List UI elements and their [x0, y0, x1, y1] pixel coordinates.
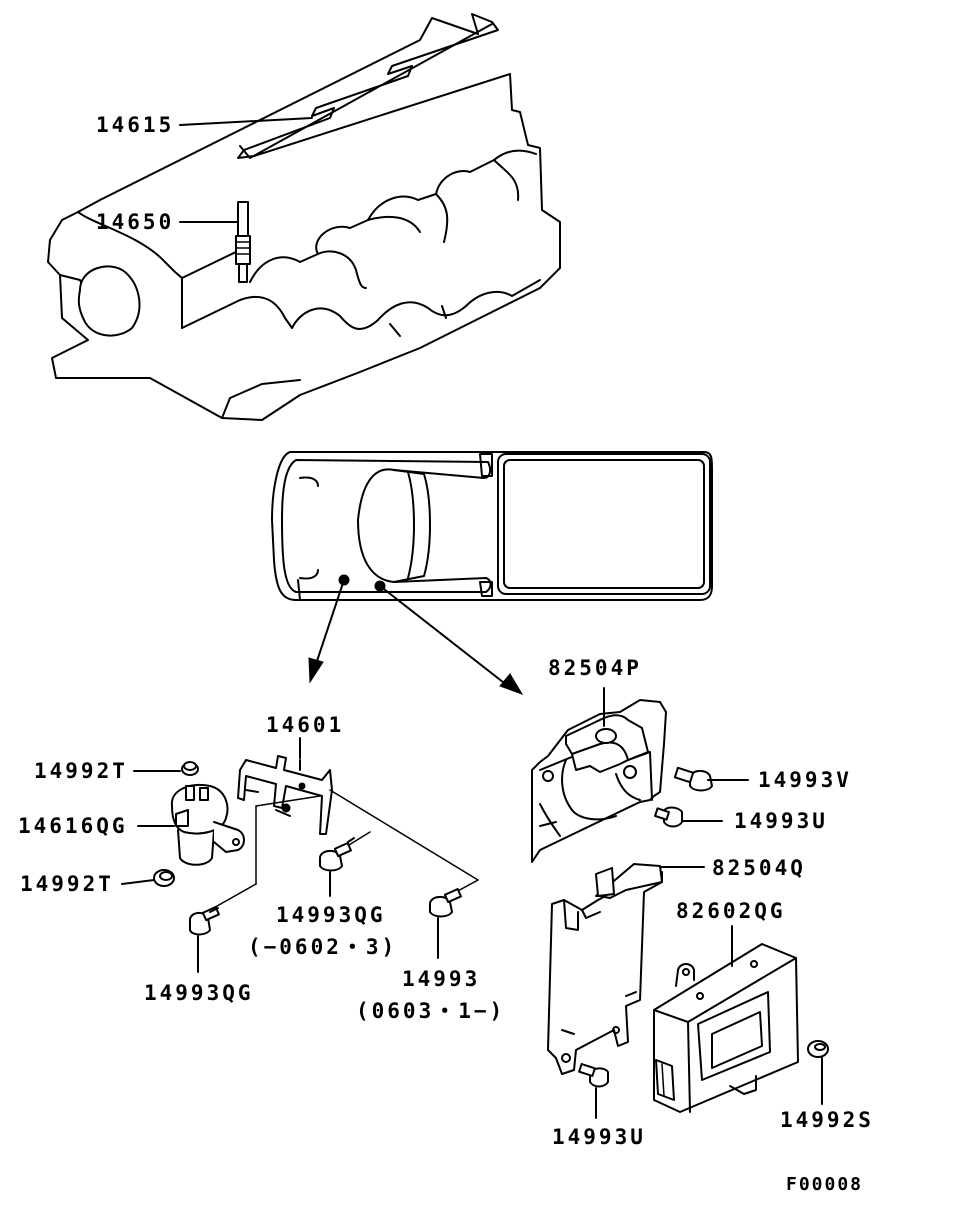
label-14993QG-mid: 14993QG [276, 903, 386, 927]
bolt-14993V [673, 766, 713, 792]
label-82504Q: 82504Q [712, 856, 806, 880]
label-14993: 14993 [402, 967, 480, 991]
right-bracket-group-illustration [531, 687, 829, 1119]
bolt-14993U-bottom [578, 1063, 609, 1088]
washer-14992S [807, 1040, 829, 1058]
label-82602QG: 82602QG [676, 899, 786, 923]
label-14992S: 14992S [780, 1108, 874, 1132]
bolt-14993U-right [654, 806, 683, 828]
left-bracket-group-illustration [121, 737, 479, 973]
label-14993V: 14993V [758, 768, 852, 792]
label-14993QG-bottom: 14993QG [144, 981, 254, 1005]
label-14992T-bottom: 14992T [20, 872, 114, 896]
bolt-14993QG-bottom [189, 906, 220, 936]
bolt-14993QG-mid [319, 837, 355, 872]
label-14993U-right: 14993U [734, 809, 828, 833]
label-14601: 14601 [266, 713, 344, 737]
label-82504P: 82504P [548, 656, 642, 680]
label-14650: 14650 [96, 210, 174, 234]
label-14616QG: 14616QG [18, 814, 128, 838]
label-14993QG-mid-range: (−0602・3) [248, 935, 397, 959]
label-14993U-bottom: 14993U [552, 1125, 646, 1149]
label-14993-range: (0603・1−) [356, 999, 505, 1023]
figure-code: F00008 [786, 1174, 863, 1195]
vehicle-top-view-illustration [271, 451, 713, 695]
label-14615: 14615 [96, 113, 174, 137]
bolt-14993 [429, 888, 462, 918]
engine-head-illustration [47, 13, 561, 421]
label-14992T-top: 14992T [34, 759, 128, 783]
